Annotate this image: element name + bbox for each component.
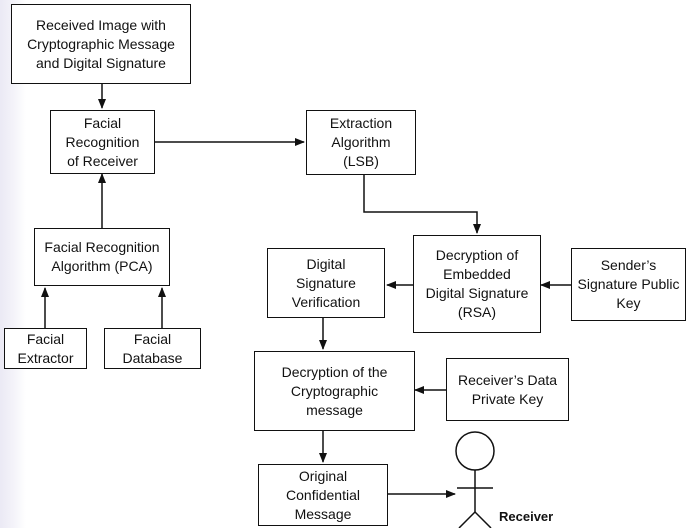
receiver-private-key-label: Receiver’s Data Private Key (457, 371, 558, 407)
decryption-message-label: Decryption of the Cryptographic message (281, 363, 388, 418)
facial-recognition-receiver-box: Facial Recognition of Receiver (50, 110, 155, 174)
facial-extractor-label: Facial Extractor (17, 330, 74, 366)
extraction-algorithm-label: Extraction Algorithm (LSB) (329, 115, 393, 169)
extraction-algorithm-box: Extraction Algorithm (LSB) (306, 110, 416, 175)
digital-signature-verification-label: Digital Signature Verification (291, 255, 361, 310)
original-message-label: Original Confidential Message (286, 467, 360, 522)
receiver-left-leg (458, 511, 476, 528)
facial-extractor-box: Facial Extractor (4, 328, 87, 369)
receiver-right-leg (474, 511, 492, 528)
arrow-extraction-to-decryption-signature (363, 175, 481, 234)
facial-database-label: Facial Database (122, 330, 183, 366)
received-image-box: Received Image with Cryptographic Messag… (11, 4, 191, 84)
digital-signature-verification-box: Digital Signature Verification (267, 248, 385, 318)
decryption-embedded-signature-box: Decryption of Embedded Digital Signature… (413, 235, 541, 333)
receiver-private-key-box: Receiver’s Data Private Key (446, 358, 569, 421)
sender-public-key-label: Sender’s Signature Public Key (577, 257, 680, 311)
facial-database-box: Facial Database (104, 328, 201, 369)
received-image-label: Received Image with Cryptographic Messag… (27, 16, 175, 71)
facial-recognition-algorithm-box: Facial Recognition Algorithm (PCA) (34, 228, 170, 286)
receiver-head (455, 431, 495, 471)
sender-public-key-box: Sender’s Signature Public Key (571, 248, 686, 321)
left-edge-shading (0, 0, 26, 528)
decryption-message-box: Decryption of the Cryptographic message (254, 351, 415, 431)
receiver-label: Receiver (499, 509, 554, 524)
facial-recognition-algorithm-label: Facial Recognition Algorithm (PCA) (44, 239, 160, 274)
facial-recognition-receiver-label: Facial Recognition of Receiver (65, 114, 140, 169)
receiver-stick-figure-icon (455, 431, 495, 528)
decryption-embedded-signature-label: Decryption of Embedded Digital Signature… (425, 247, 529, 320)
original-message-box: Original Confidential Message (258, 464, 388, 526)
